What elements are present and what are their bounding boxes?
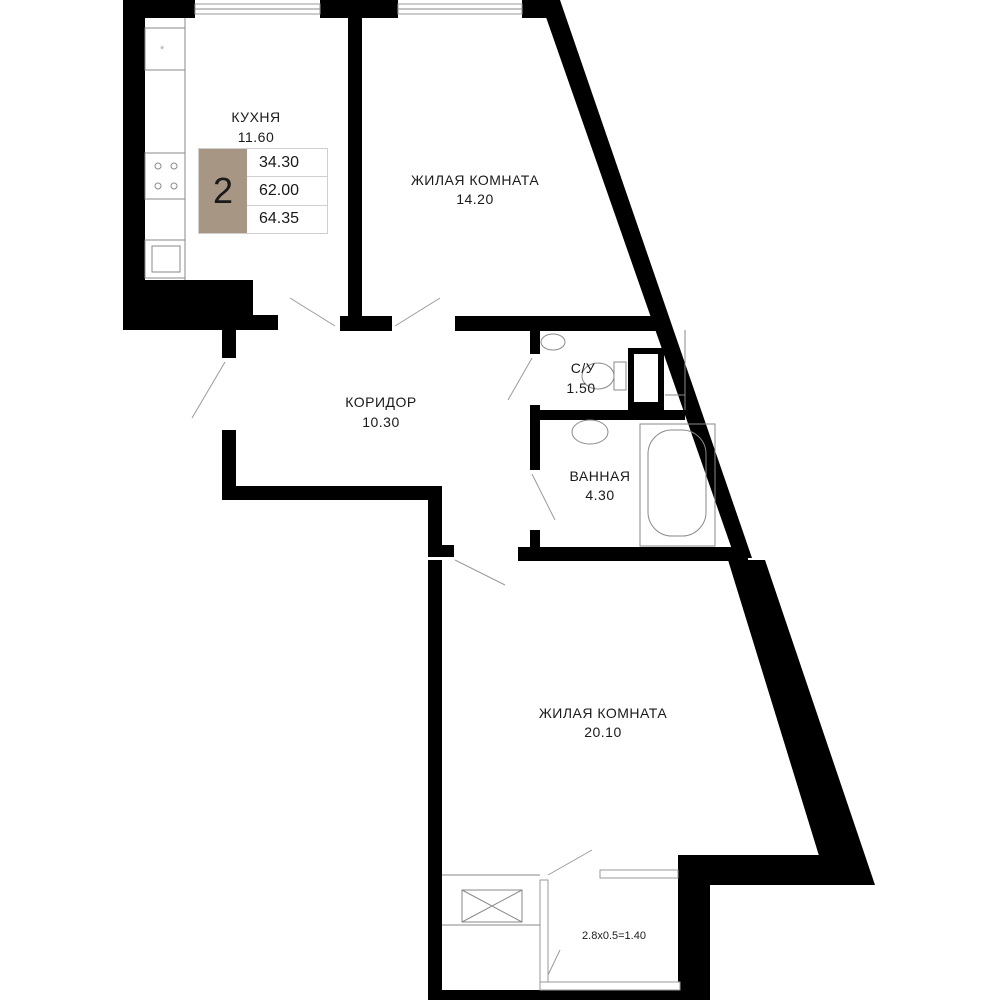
bath-area: 4.30 <box>585 487 614 503</box>
kitchen-fixtures: * <box>144 18 186 280</box>
svg-text:*: * <box>160 44 165 56</box>
room-count: 2 <box>199 149 247 233</box>
room-labels: КУХНЯ 11.60 ЖИЛАЯ КОМНАТА 14.20 КОРИДОР … <box>231 109 668 942</box>
corridor-area: 10.30 <box>362 414 400 430</box>
kitchen-name: КУХНЯ <box>231 109 280 125</box>
balcony-fixtures <box>442 874 540 926</box>
living1-name: ЖИЛАЯ КОМНАТА <box>411 172 540 188</box>
living2-area: 20.10 <box>584 724 622 740</box>
kitchen-area: 11.60 <box>238 129 275 145</box>
apartment-badge: 2 34.30 62.00 64.35 <box>198 148 328 234</box>
walls <box>123 0 875 1000</box>
bath-fixtures <box>540 330 716 547</box>
total-with-balcony-value: 64.35 <box>259 210 300 228</box>
wc-name: С/У <box>571 360 595 376</box>
bath-name: ВАННАЯ <box>570 468 631 484</box>
doors <box>191 297 593 976</box>
windows <box>194 3 681 991</box>
balcony-formula: 2.8x0.5=1.40 <box>582 930 646 942</box>
total-area-value: 62.00 <box>247 177 327 206</box>
living1-area: 14.20 <box>456 191 494 207</box>
wc-area: 1.50 <box>566 380 595 396</box>
area-list: 34.30 62.00 64.35 <box>247 149 327 233</box>
corridor-name: КОРИДОР <box>345 394 417 410</box>
living-area-value: 34.30 <box>247 149 327 178</box>
living2-name: ЖИЛАЯ КОМНАТА <box>539 705 668 721</box>
